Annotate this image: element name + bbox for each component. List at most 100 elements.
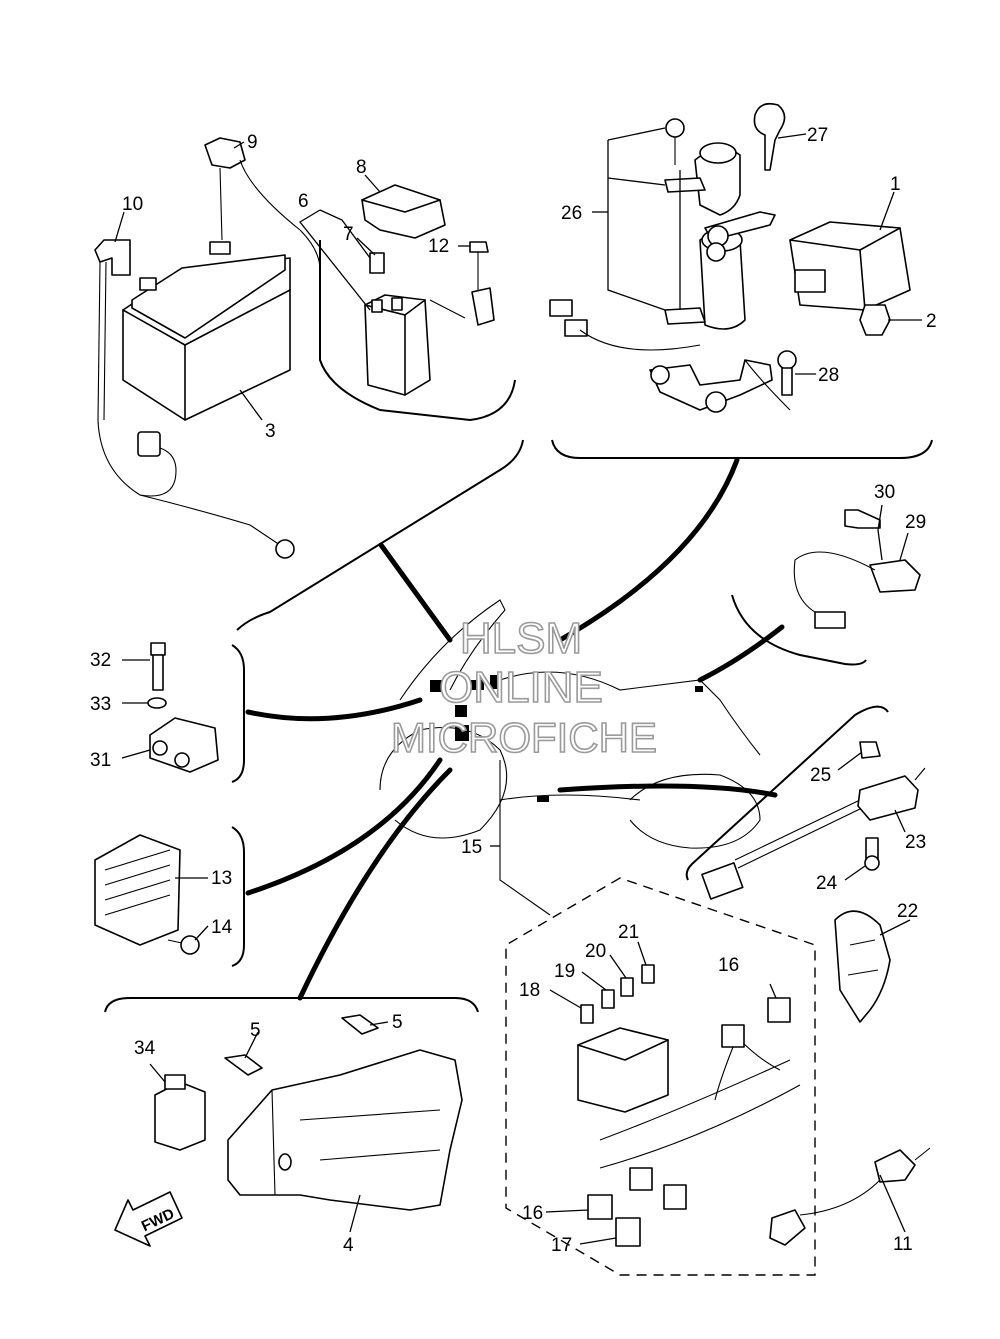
connector-mark [470, 680, 484, 690]
relay-34 [154, 1074, 206, 1151]
cable-23 [701, 767, 926, 900]
label-34: 34 [134, 1038, 156, 1059]
harness-connectors [629, 1167, 687, 1210]
label-28: 28 [818, 365, 839, 386]
battery [122, 241, 291, 421]
connector-16b [587, 1194, 613, 1220]
label-4: 4 [343, 1235, 354, 1256]
ecu-1 [789, 221, 911, 311]
sensor-group-frame [731, 594, 867, 666]
label-18: 18 [519, 980, 540, 1001]
nut-2 [859, 304, 891, 336]
label-25: 25 [810, 765, 831, 786]
key-set [704, 211, 776, 262]
label-3: 3 [265, 421, 276, 442]
label-17: 17 [551, 1235, 572, 1256]
callout-frames [104, 240, 933, 1276]
bracket-4 [227, 1049, 463, 1211]
key-27 [753, 102, 786, 171]
connector-mark [490, 675, 498, 689]
fwd-arrow: FWD [114, 1191, 183, 1247]
watermark: HLSM ONLINE MICROFICHE [390, 613, 658, 762]
fuses-18-21 [580, 964, 655, 1024]
label-27: 27 [807, 125, 828, 146]
bolt-32 [150, 642, 166, 691]
label-5b: 5 [392, 1012, 403, 1033]
nut-25 [859, 741, 881, 759]
sensor-31-frame [231, 644, 245, 783]
clip-5a [224, 1054, 263, 1076]
ignition-group-frame [551, 439, 933, 459]
sensor-31 [149, 717, 219, 773]
label-21: 21 [618, 922, 639, 943]
watermark-line2: ONLINE [439, 663, 603, 712]
part-labels: 1 2 3 4 5 5 6 7 8 9 10 11 12 13 14 15 16… [90, 125, 937, 1256]
link-lines [245, 457, 785, 1001]
connector-mark [695, 686, 703, 692]
label-11: 11 [893, 1234, 913, 1255]
bolt-28 [744, 350, 797, 411]
label-19: 19 [554, 961, 575, 982]
rectifier-frame [231, 826, 245, 967]
label-14: 14 [211, 917, 233, 938]
sensor-11 [769, 1147, 931, 1246]
label-26: 26 [561, 203, 582, 224]
connector-mark [455, 705, 467, 717]
label-2: 2 [926, 311, 937, 332]
bolt-12 [429, 241, 495, 326]
connector-mark [537, 796, 549, 802]
cable-group-frame [685, 705, 889, 881]
bolt-24 [864, 837, 880, 871]
label-31: 31 [90, 750, 111, 771]
motorcycle-silhouette [379, 599, 761, 849]
relay-8 [361, 184, 446, 239]
label-5a: 5 [250, 1020, 261, 1041]
label-22: 22 [897, 901, 918, 922]
label-24: 24 [816, 873, 838, 894]
relay-group-frame [319, 240, 516, 422]
connector-16a [767, 997, 791, 1023]
connector-17 [615, 1217, 641, 1247]
label-15: 15 [461, 837, 482, 858]
label-16b: 16 [522, 1203, 543, 1224]
watermark-line3: MICROFICHE [391, 714, 657, 761]
label-29: 29 [905, 512, 926, 533]
clip-5b [341, 1014, 379, 1035]
washer-33 [147, 697, 167, 709]
label-7: 7 [343, 224, 354, 245]
bolt-14 [167, 935, 200, 955]
label-13: 13 [211, 868, 232, 889]
harness-group-frame [505, 877, 816, 1276]
battery-cover [204, 137, 321, 271]
label-9: 9 [247, 132, 258, 153]
label-20: 20 [585, 941, 606, 962]
screw-26 [665, 118, 685, 165]
label-30: 30 [874, 482, 895, 503]
switch-wire [549, 299, 701, 351]
label-23: 23 [905, 832, 926, 853]
label-33: 33 [90, 694, 111, 715]
connector-mark [455, 725, 469, 741]
leader-lines [114, 127, 922, 1245]
label-16a: 16 [718, 955, 739, 976]
bracket-group-frame [104, 997, 479, 1013]
battery-group-frame [236, 439, 524, 631]
starter-relay [364, 294, 431, 396]
clamp-22 [834, 910, 891, 1023]
battery-cable [97, 419, 295, 559]
label-12: 12 [428, 236, 449, 257]
label-6: 6 [298, 191, 309, 212]
watermark-line1: HLSM [460, 614, 582, 663]
sensor-29 [793, 509, 921, 629]
label-8: 8 [356, 157, 367, 178]
wire-harness [577, 1024, 801, 1169]
rectifier-13 [94, 834, 181, 946]
connector-mark [430, 680, 444, 692]
leader-15-line [499, 760, 551, 916]
label-32: 32 [90, 650, 111, 671]
battery-band [94, 239, 131, 421]
fuse-7 [369, 252, 385, 274]
label-10: 10 [122, 194, 143, 215]
label-1: 1 [890, 174, 901, 195]
